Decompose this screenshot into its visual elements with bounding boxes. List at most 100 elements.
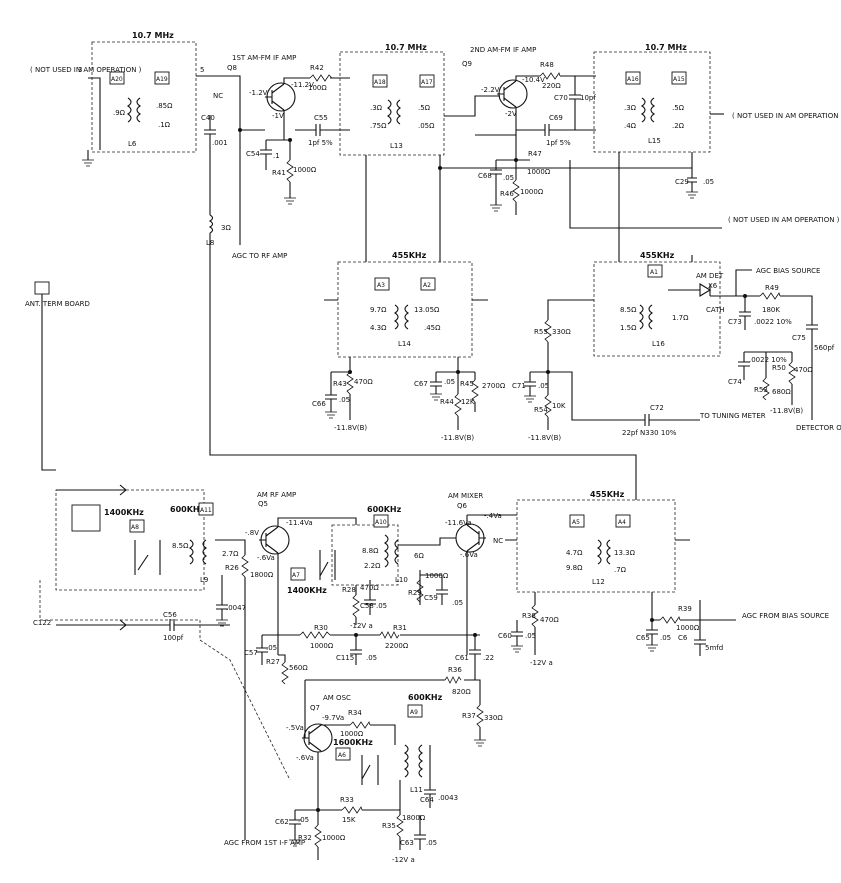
l10-winding-1: 8.8Ω — [362, 547, 379, 555]
q6-ref: Q6 — [457, 502, 468, 510]
q9-ve: -2V — [505, 110, 517, 118]
q6-vb: -.4Va — [484, 512, 502, 520]
r33-value: 15K — [342, 816, 356, 824]
c6-ref: C6 — [678, 634, 688, 642]
ant-term-note: ANT. TERM BOARD — [25, 300, 90, 308]
r34-ref: R34 — [348, 709, 362, 717]
det-title: AM DET — [696, 272, 724, 280]
l13-ref-label: L13 — [390, 142, 403, 150]
supply-b-1: -11.8V(B) — [334, 424, 367, 432]
r35-ref: R35 — [382, 822, 396, 830]
c56-ref: C56 — [163, 611, 177, 619]
c59-ref: C59 — [424, 594, 438, 602]
l15-winding-4: .2Ω — [672, 122, 685, 130]
pin-5-label: 5 — [200, 66, 204, 74]
transformer-l13: 10.7 MHz A18 A17 .3Ω .75Ω .5Ω .05Ω L13 — [339, 43, 445, 156]
adj-a20-label: A20 — [111, 76, 123, 83]
r32-value: 1000Ω — [322, 834, 346, 842]
r46-ref: R46 — [500, 190, 514, 198]
c63-ref: C63 — [400, 839, 414, 847]
antenna-terminal: ANT. TERM BOARD — [25, 281, 90, 471]
l15-freq-label: 10.7 MHz — [645, 43, 687, 52]
adj-a7-label: A7 — [292, 572, 300, 579]
c62-value: .05 — [298, 816, 309, 824]
c66-value: .05 — [339, 396, 350, 404]
c54-value: .1 — [273, 152, 280, 160]
l6-winding-2: .85Ω — [156, 102, 173, 110]
l14-winding-3: 13.05Ω — [414, 306, 440, 314]
c65-value: .05 — [660, 634, 671, 642]
c73-value: .0022 10% — [754, 318, 792, 326]
r28-value: 470Ω — [360, 584, 379, 592]
agc-to-rf-note: AGC TO RF AMP — [232, 252, 287, 260]
r42-ref: R42 — [310, 64, 324, 72]
q6-vc: -11.6Va — [445, 519, 472, 527]
r27-ref: R27 — [266, 658, 280, 666]
if-stage-2-title: 2ND AM-FM IF AMP — [470, 46, 536, 54]
r26-ref: R26 — [225, 564, 239, 572]
adj-a15-label: A15 — [673, 76, 685, 83]
c60-ref: C60 — [498, 632, 512, 640]
l13-winding-1: .3Ω — [370, 104, 383, 112]
resistor-r42 — [309, 74, 333, 82]
l16-winding-3: 1.7Ω — [672, 314, 689, 322]
transformer-l10: 600KHz A10 8.8Ω 2.2Ω 6Ω L10 — [331, 505, 424, 586]
adj-a11-label: A11 — [200, 507, 212, 514]
supply-a-3: -12V a — [530, 659, 553, 667]
c67-ref: C67 — [414, 380, 428, 388]
r42-value: 100Ω — [308, 84, 327, 92]
r26-value: 1800Ω — [250, 571, 274, 579]
r48-value: 220Ω — [542, 82, 561, 90]
l13-winding-2: .75Ω — [370, 122, 387, 130]
l11-ref-label: L11 — [410, 786, 423, 794]
r39-ref: R39 — [678, 605, 692, 613]
antenna-tuning-section: 1400KHz A8 600KHz A11 8.5Ω 2.7Ω L9 — [55, 489, 239, 591]
c115-value: .05 — [366, 654, 377, 662]
nc-mixer-label: NC — [493, 537, 503, 545]
r41-ref: R41 — [272, 169, 286, 177]
transformer-l6: 10.7 MHz A20 A19 .9Ω .85Ω .1Ω L6 — [91, 31, 197, 153]
l10-winding-2: 2.2Ω — [364, 562, 381, 570]
c57-ref: C57 — [244, 649, 258, 657]
r44-value: 12K — [461, 398, 475, 406]
c40-ref: C40 — [201, 114, 215, 122]
r50-value: 10K — [552, 402, 566, 410]
nc-label: NC — [213, 92, 223, 100]
c60-value: .05 — [525, 632, 536, 640]
r28-ref: R28 — [342, 586, 356, 594]
c56-value: 100pf — [163, 634, 184, 642]
r32-ref: R32 — [298, 834, 312, 842]
transistor-q7: AM OSC Q7 -9.7Va -.5Va -.6Va — [286, 694, 351, 762]
a7-freq-label: 1400KHz — [287, 586, 327, 595]
adj-a10-label: A10 — [375, 519, 387, 526]
l16-winding-2: 1.5Ω — [620, 324, 637, 332]
c75-value: 560pf — [814, 344, 835, 352]
a11-freq-label: 600KHz — [170, 505, 205, 514]
r33-ref: R33 — [340, 796, 354, 804]
r46-value: 1000Ω — [520, 188, 544, 196]
q7-ref: Q7 — [310, 704, 320, 712]
transformer-l12: 455KHz A5 A4 4.7Ω 9.8Ω 13.3Ω .7Ω L12 — [516, 490, 676, 593]
not-used-left-note: ( NOT USED IN AM OPERATION ) — [30, 66, 142, 74]
r55-value: 470Ω — [794, 366, 813, 374]
r55-ref: R50 — [772, 364, 786, 372]
c64-ref: C64 — [420, 796, 434, 804]
c122-ref: C122 — [33, 619, 51, 627]
c71-ref: C71 — [512, 382, 526, 390]
l6-winding-3: .1Ω — [158, 121, 171, 129]
l12-winding-4: .7Ω — [614, 566, 627, 574]
r39-value: 1000Ω — [676, 624, 700, 632]
l15-ref-label: L15 — [648, 137, 661, 145]
l16-ref-label: L16 — [652, 340, 665, 348]
c55-ref: C55 — [314, 114, 328, 122]
l6-winding-1: .9Ω — [113, 109, 126, 117]
r45-ref: R45 — [460, 380, 474, 388]
r30-ref: R30 — [314, 624, 328, 632]
transistor-q9: 2ND AM-FM IF AMP Q9 -10.4V -2.2V -2V — [462, 46, 545, 118]
r44-ref: R44 — [440, 398, 454, 406]
ground-symbols — [82, 159, 698, 847]
q5-vb: -.8V — [245, 529, 259, 537]
l8-winding: 3Ω — [221, 224, 231, 232]
r54-value: 680Ω — [772, 388, 791, 396]
c62-ref: C62 — [275, 818, 289, 826]
